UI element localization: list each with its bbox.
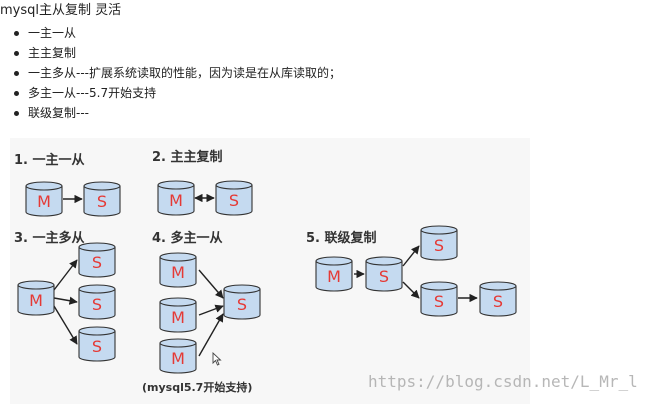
slave-db-node: S bbox=[420, 281, 458, 317]
db-node-label: M bbox=[169, 191, 183, 210]
master-db-node: M bbox=[17, 280, 55, 316]
slave-db-node: S bbox=[365, 256, 403, 292]
db-node-label: S bbox=[229, 191, 239, 210]
slave-db-node: S bbox=[479, 281, 517, 317]
label-multi-master-one-slave: 4. 多主一从 bbox=[152, 230, 223, 246]
db-node-label: S bbox=[434, 236, 444, 255]
label-cascade: 5. 联级复制 bbox=[306, 230, 377, 246]
master-db-node: M bbox=[315, 256, 353, 292]
master-db-node: M bbox=[159, 338, 197, 374]
db-node-label: M bbox=[171, 308, 185, 327]
mouse-cursor-icon bbox=[212, 352, 222, 366]
page-title: mysql主从复制 灵活 bbox=[0, 3, 122, 18]
db-node-label: M bbox=[171, 263, 185, 282]
list-item: 一主一从 bbox=[0, 24, 341, 44]
slave-db-node: S bbox=[78, 326, 116, 362]
db-node-label: S bbox=[97, 192, 107, 211]
master-db-node: M bbox=[159, 252, 197, 288]
slave-db-node: S bbox=[78, 242, 116, 278]
label-master-master: 2. 主主复制 bbox=[152, 149, 223, 165]
db-node-label: S bbox=[92, 337, 102, 356]
slave-db-node: S bbox=[223, 284, 261, 320]
db-node-label: M bbox=[37, 192, 51, 211]
slave-db-node: S bbox=[78, 284, 116, 320]
list-item: 多主一从---5.7开始支持 bbox=[0, 84, 341, 104]
slave-db-node: S bbox=[215, 180, 253, 216]
label-one-master-one-slave: 1. 一主一从 bbox=[14, 152, 85, 168]
db-node-label: S bbox=[92, 295, 102, 314]
list-item: 一主多从---扩展系统读取的性能，因为读是在从库读取的； bbox=[0, 64, 341, 84]
blog-watermark: https://blog.csdn.net/L_Mr_l bbox=[368, 372, 638, 391]
replication-diagram: 1. 一主一从 2. 主主复制 3. 一主多从 4. 多主一从 5. 联级复制 … bbox=[10, 138, 530, 404]
mysql-version-note: (mysql5.7开始支持) bbox=[142, 380, 252, 394]
db-node-label: M bbox=[327, 267, 341, 286]
list-item: 主主复制 bbox=[0, 44, 341, 64]
db-node-label: M bbox=[171, 349, 185, 368]
db-node-label: S bbox=[493, 292, 503, 311]
master-db-node: M bbox=[159, 297, 197, 333]
slave-db-node: S bbox=[83, 181, 121, 217]
db-node-label: S bbox=[92, 253, 102, 272]
db-node-label: S bbox=[237, 295, 247, 314]
db-node-label: S bbox=[434, 292, 444, 311]
topic-list: 一主一从 主主复制 一主多从---扩展系统读取的性能，因为读是在从库读取的； 多… bbox=[0, 24, 341, 124]
db-node-label: M bbox=[29, 291, 43, 310]
list-item: 联级复制--- bbox=[0, 104, 341, 124]
label-one-master-multi-slave: 3. 一主多从 bbox=[14, 230, 85, 246]
slave-db-node: S bbox=[420, 225, 458, 261]
master-db-node: M bbox=[25, 181, 63, 217]
db-node-label: S bbox=[379, 267, 389, 286]
master-db-node: M bbox=[157, 180, 195, 216]
